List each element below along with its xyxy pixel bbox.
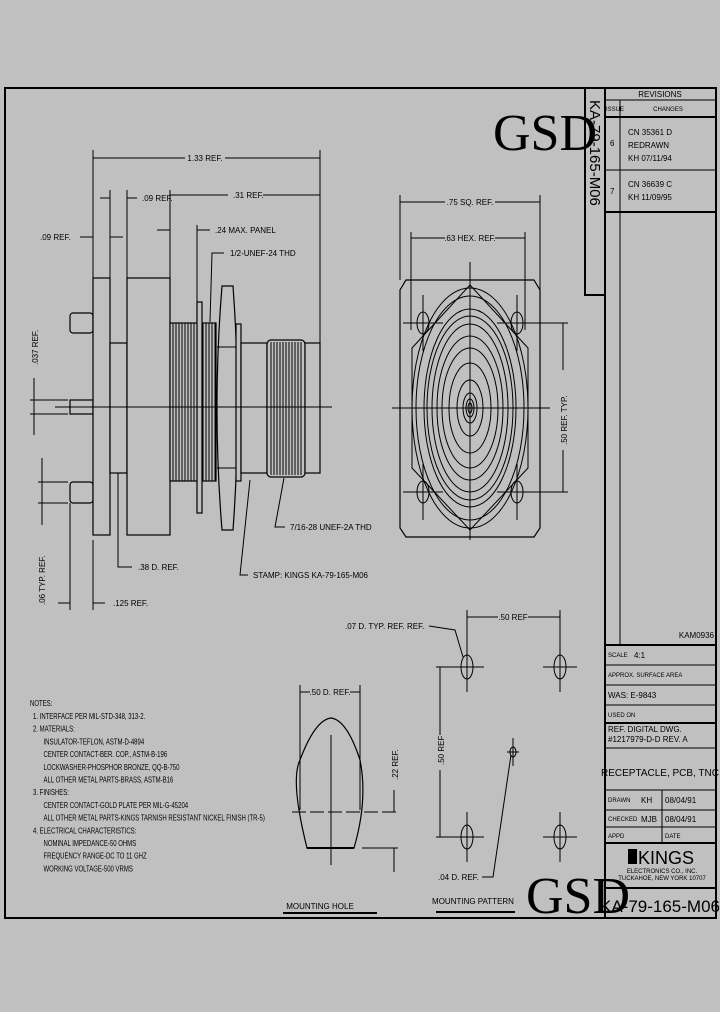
dim-hole-flat: .22 REF.	[391, 749, 400, 780]
note-line: 3. FINISHES:	[33, 790, 69, 798]
mounting-pattern-title: MOUNTING PATTERN	[432, 897, 514, 906]
gsd-watermark-bottom: GSD	[526, 868, 630, 925]
dim-gap: .09 REF.	[142, 194, 173, 203]
dim-hex: .63 HEX. REF.	[444, 234, 496, 243]
note-line: CENTER CONTACT-BER. COP., ASTM-B-196	[44, 751, 168, 759]
dim-pin-length: .125 REF.	[113, 599, 148, 608]
stamp-label: STAMP: KINGS KA-79-165-M06	[253, 571, 369, 580]
title-block: KAM0936 SCALE 4:1 APPROX. SURFACE AREA W…	[600, 330, 720, 916]
svg-text:7: 7	[610, 187, 615, 196]
part-number: KA-79-165-M06	[600, 897, 720, 916]
drawing-title: RECEPTACLE, PCB, TNC	[601, 768, 719, 779]
svg-text:08/04/91: 08/04/91	[665, 796, 697, 805]
svg-text:6: 6	[610, 139, 615, 148]
reference-drawing: REF. DIGITAL DWG. #1217979-D-D REV. A	[608, 725, 688, 744]
mounting-pattern-view: .50 REF .50 REF .07 D. TYP. REF. REF. .0…	[345, 610, 577, 913]
svg-text:SCALE: SCALE	[608, 653, 628, 659]
svg-text:08/04/91: 08/04/91	[665, 815, 697, 824]
dim-pattern-h: .50 REF	[498, 613, 527, 622]
note-line: ALL OTHER METAL PARTS-KINGS TARNISH RESI…	[44, 815, 265, 823]
svg-text:DATE: DATE	[665, 834, 681, 840]
dim-body-dia: .38 D. REF.	[138, 563, 179, 572]
svg-text:MJB: MJB	[641, 815, 657, 824]
dim-overall-length: 1.33 REF.	[187, 154, 222, 163]
svg-text:KINGS: KINGS	[638, 848, 694, 868]
revisions-table: REVISIONS ISSUE CHANGES 6 CN 35361 D RED…	[604, 88, 716, 918]
svg-text:DRAWN: DRAWN	[608, 798, 630, 804]
note-line: NOMINAL IMPEDANCE-50 OHMS	[44, 840, 137, 848]
mounting-hole-title: MOUNTING HOLE	[286, 902, 354, 911]
svg-text:KH 07/11/94: KH 07/11/94	[628, 154, 672, 163]
dim-pattern-v: .50 REF	[437, 736, 446, 765]
note-line: CENTER CONTACT-GOLD PLATE PER MIL-G-4520…	[44, 802, 189, 810]
dim-square: .75 SQ. REF.	[447, 198, 494, 207]
svg-text:ELECTRONICS CO., INC.: ELECTRONICS CO., INC.	[627, 869, 698, 875]
svg-text:KH 11/09/95: KH 11/09/95	[628, 193, 672, 202]
dim-pattern-hole: .07 D. TYP. REF. REF.	[345, 622, 424, 631]
front-view: .75 SQ. REF. .63 HEX. REF. .50 REF. TYP.	[392, 195, 569, 540]
thread-front-label: 7/16-28 UNEF-2A THD	[290, 523, 372, 532]
note-line: FREQUENCY RANGE-DC TO 11 GHZ	[44, 853, 148, 861]
dim-hole-spacing: .50 REF. TYP.	[560, 395, 569, 445]
thread-rear-label: 1/2-UNEF-24 THD	[230, 249, 296, 258]
svg-text:ISSUE: ISSUE	[606, 107, 624, 113]
note-line: LOCKWASHER-PHOSPHOR BRONZE, QQ-B-750	[44, 764, 180, 772]
revisions-title: REVISIONS	[638, 90, 682, 99]
scale-value: 4:1	[634, 651, 646, 660]
gsd-watermark-top: GSD	[493, 105, 597, 162]
dim-front-length: .31 REF.	[233, 191, 264, 200]
dim-pin-spacing: .037 REF.	[31, 330, 40, 365]
note-line: INSULATOR-TEFLON, ASTM-D-4894	[44, 739, 145, 747]
dim-center-hole: .04 D. REF.	[438, 873, 479, 882]
side-view: 1.33 REF. .09 REF. .31 REF. .09 REF. .24…	[30, 150, 372, 610]
note-line: 1. INTERFACE PER MIL-STD-348, 313-2.	[33, 713, 145, 721]
svg-text:USED ON: USED ON	[608, 713, 635, 719]
dim-pin-dia: .06 TYP. REF.	[38, 555, 47, 605]
drawing-id: KAM0936	[679, 631, 715, 640]
mounting-hole-view: .50 D. REF. .22 REF. MOUNTING HOLE	[283, 685, 400, 914]
kings-logo: KINGS ELECTRONICS CO., INC. TUCKAHOE, NE…	[618, 848, 706, 882]
note-line: ALL OTHER METAL PARTS-BRASS, ASTM-B16	[44, 777, 174, 785]
svg-text:CHANGES: CHANGES	[653, 107, 683, 113]
notes-title: NOTES:	[30, 700, 52, 708]
dim-flange: .09 REF.	[40, 233, 71, 242]
svg-text:TUCKAHOE, NEW YORK 10707: TUCKAHOE, NEW YORK 10707	[618, 876, 706, 882]
svg-text:REDRAWN: REDRAWN	[628, 141, 669, 150]
svg-text:APPD: APPD	[608, 834, 625, 840]
svg-text:WAS: E-9843: WAS: E-9843	[608, 691, 657, 700]
svg-text:KA-79-165-M06: KA-79-165-M06	[586, 100, 603, 206]
note-line: WORKING VOLTAGE-500 VRMS	[44, 866, 134, 874]
note-line: 2. MATERIALS:	[33, 726, 75, 734]
svg-text:APPROX. SURFACE AREA: APPROX. SURFACE AREA	[608, 673, 682, 679]
note-line: 4. ELECTRICAL CHARACTERISTICS:	[33, 828, 136, 836]
dim-hole-dia: .50 D. REF.	[310, 688, 351, 697]
svg-text:CHECKED: CHECKED	[608, 817, 638, 823]
svg-text:CN 35361 D: CN 35361 D	[628, 128, 672, 137]
svg-text:CN 36639 C: CN 36639 C	[628, 180, 672, 189]
drawing-border	[4, 87, 717, 919]
svg-text:KH: KH	[641, 796, 652, 805]
notes: NOTES: 1. INTERFACE PER MIL-STD-348, 313…	[30, 700, 265, 873]
dim-panel: .24 MAX. PANEL	[215, 226, 276, 235]
